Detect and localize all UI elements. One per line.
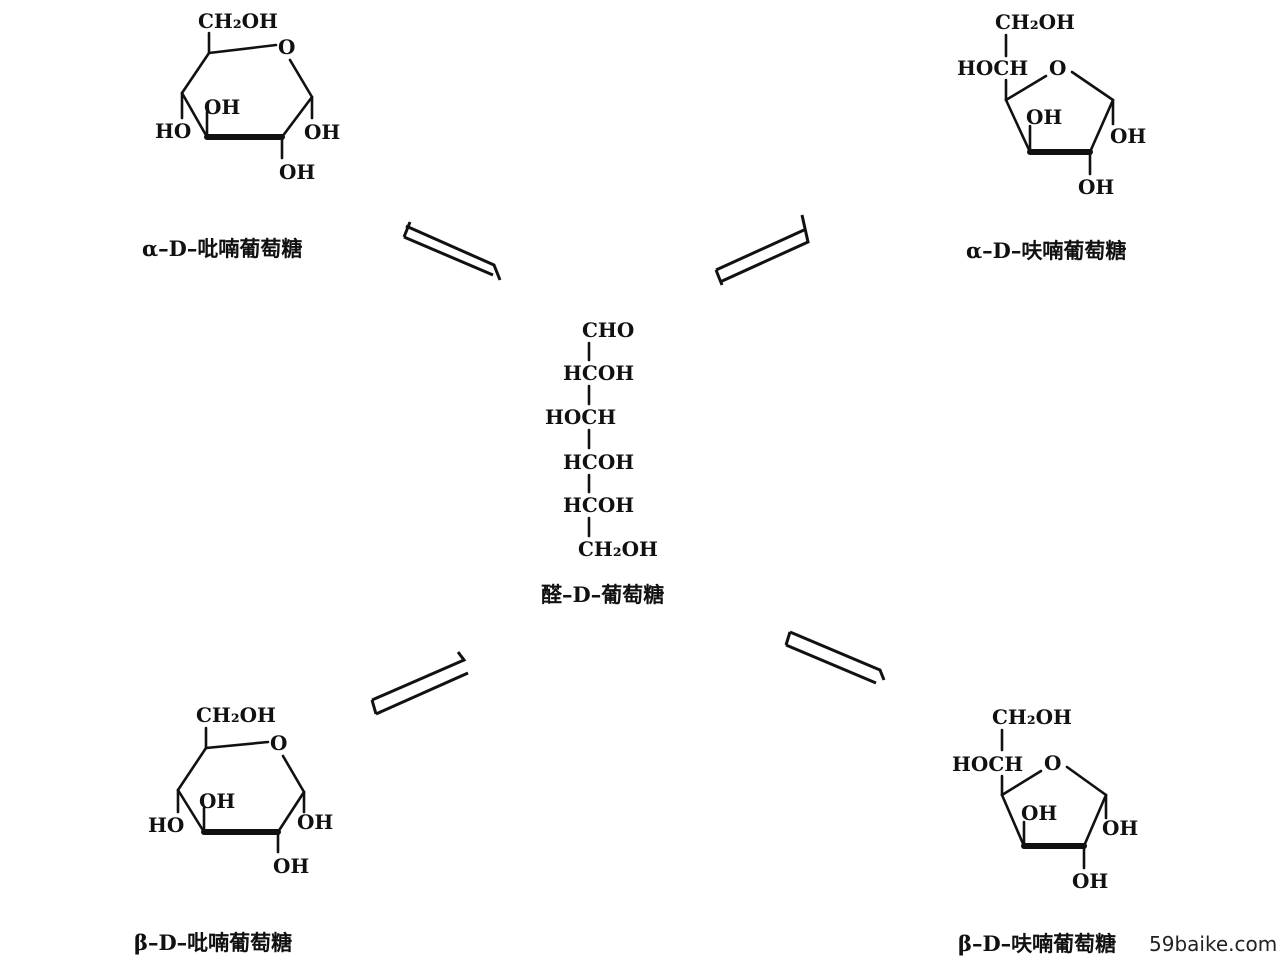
equilibrium-arrow-bottom-right [784, 630, 886, 685]
alpha-pyranose-c4-c3-bond [180, 91, 209, 139]
alpha-pyranose-ring-o: O [278, 35, 295, 59]
alpha-pyranose-ho-left: HO [155, 119, 191, 143]
arrow-top-left-forward-barb [405, 224, 502, 281]
beta-pyranose-c4-c3-bond [176, 788, 206, 834]
beta-furanose-oh-right: OH [1102, 816, 1138, 840]
beta-furanose-o-c1-bond [1065, 765, 1108, 797]
alpha-pyranose-ch2oh: CH₂OH [198, 9, 278, 33]
alpha-furanose-c4-o-bond [1004, 74, 1048, 102]
equilibrium-arrow-top-left [402, 221, 502, 281]
alpha-pyranose-c2-c1-bond [280, 95, 314, 139]
beta-pyranose-oh-inner: OH [199, 789, 235, 813]
alpha-furanose-ch2oh: CH₂OH [995, 10, 1075, 34]
beta-pyranose-ho-left: HO [148, 813, 184, 837]
arrow-bottom-left-line-2 [375, 671, 469, 716]
beta-pyranose-ring-back [176, 740, 270, 792]
open-chain-row-1: CHO [582, 318, 634, 342]
arrow-bottom-right-barb [784, 631, 792, 646]
open-chain-row-2: HCOH [563, 361, 634, 385]
arrow-bottom-right-line-2 [785, 643, 877, 685]
alpha-furanose-c2-c1-bond [1088, 98, 1115, 154]
alpha-pyranose-ring-back [180, 43, 278, 95]
open-chain-row-3: HOCH [545, 405, 616, 429]
alpha-pyranose-o-c1-bond [288, 58, 314, 99]
beta-furanose-c2-c1-bond [1082, 793, 1108, 848]
beta-pyranose-caption: β–D–吡喃葡萄糖 [134, 930, 292, 955]
alpha-pyranose-caption: α–D–吡喃葡萄糖 [142, 236, 302, 261]
beta-furanose-oh-bottom: OH [1072, 869, 1108, 893]
beta-pyranose-ring-o: O [270, 731, 287, 755]
alpha-furanose-ring-o: O [1049, 56, 1066, 80]
open-chain-row-6: CH₂OH [578, 537, 658, 561]
arrow-top-right-line-2 [719, 214, 810, 284]
beta-furanose-ring-o: O [1044, 751, 1061, 775]
alpha-pyranose-oh-bottom: OH [279, 160, 315, 184]
beta-furanose-c4-c3-bond [1000, 793, 1026, 848]
beta-pyranose-oh-bottom: OH [273, 854, 309, 878]
alpha-pyranose-oh-inner: OH [204, 95, 240, 119]
arrow-bottom-right-line-1 [789, 630, 886, 681]
beta-furanose-structure: CH₂OH HOCH O OH OH OH [952, 705, 1138, 893]
arrow-top-left-forward [403, 235, 494, 277]
arrow-bottom-left-barb [370, 699, 378, 715]
beta-pyranose-o-c1-bond [281, 754, 306, 794]
alpha-furanose-oh-inner: OH [1026, 105, 1062, 129]
alpha-furanose-o-c1-bond [1070, 70, 1115, 102]
open-chain-row-4: HCOH [563, 450, 634, 474]
alpha-furanose-oh-bottom: OH [1078, 175, 1114, 199]
equilibrium-arrow-top-right [714, 214, 810, 286]
open-chain-row-5: HCOH [563, 493, 634, 517]
alpha-furanose-hoch: HOCH [957, 56, 1028, 80]
alpha-furanose-c4-c3-bond [1004, 98, 1032, 154]
beta-furanose-c4-o-bond [1000, 769, 1043, 797]
alpha-furanose-structure: CH₂OH HOCH O OH OH OH [957, 10, 1146, 199]
watermark-text: 59baike.com [1149, 932, 1277, 956]
arrow-top-right-barb [714, 269, 724, 286]
open-chain-structure: CHO HCOH HOCH HCOH HCOH CH₂OH [545, 318, 658, 561]
arrow-bottom-left-line-1 [371, 651, 467, 702]
equilibrium-arrow-bottom-left [370, 651, 469, 716]
beta-furanose-ch2oh: CH₂OH [992, 705, 1072, 729]
beta-pyranose-c2-c1-bond [276, 790, 306, 834]
arrow-top-right-line-1 [715, 228, 805, 272]
arrow-top-left-back-barb [402, 221, 412, 238]
beta-pyranose-structure: CH₂OH O OH HO OH OH [148, 703, 333, 878]
beta-furanose-oh-inner: OH [1021, 801, 1057, 825]
beta-pyranose-ch2oh: CH₂OH [196, 703, 276, 727]
alpha-pyranose-structure: CH₂OH O OH HO OH OH [155, 9, 340, 184]
beta-furanose-hoch: HOCH [952, 752, 1023, 776]
alpha-furanose-oh-right: OH [1110, 124, 1146, 148]
beta-pyranose-oh-right: OH [297, 810, 333, 834]
alpha-pyranose-oh-right: OH [304, 120, 340, 144]
beta-furanose-caption: β–D–呋喃葡萄糖 [958, 931, 1116, 956]
open-chain-caption: 醛–D–葡萄糖 [541, 582, 664, 607]
alpha-furanose-caption: α–D–呋喃葡萄糖 [966, 238, 1126, 263]
